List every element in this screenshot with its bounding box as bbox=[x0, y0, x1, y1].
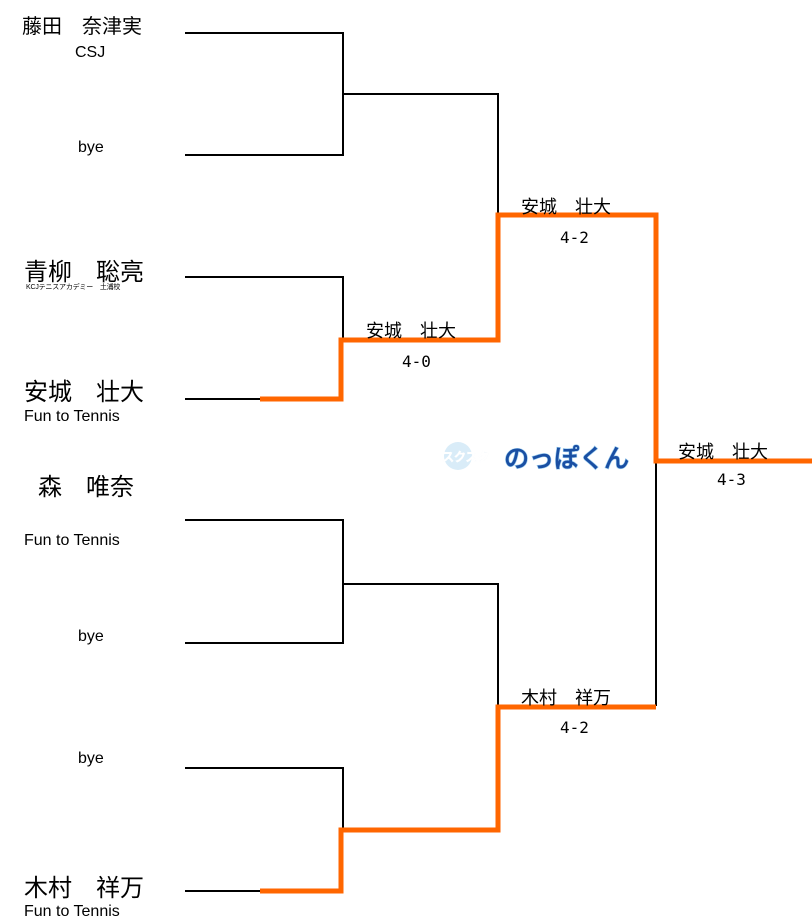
bracket-line-r1m2 bbox=[185, 276, 344, 340]
bracket-line-r1m4 bbox=[185, 767, 344, 830]
bracket-line-r1m1 bbox=[185, 32, 499, 214]
player-5-club: Fun to Tennis bbox=[24, 532, 120, 549]
r1m2-score: 4-0 bbox=[402, 352, 431, 371]
player-3-name: 青柳 聡亮 bbox=[24, 258, 144, 286]
bracket-line-r1m3 bbox=[185, 519, 499, 706]
r1m2-winner: 安城 壮大 bbox=[366, 321, 456, 342]
player-8-name: 木村 祥万 bbox=[24, 874, 144, 902]
player-3-club: KCJテニスアカデミー 土浦校 bbox=[26, 284, 121, 291]
r2m1-score: 4-2 bbox=[560, 228, 589, 247]
final-winner: 安城 壮大 bbox=[678, 442, 768, 463]
sukusuku-noppokun-logo: スクスク のっぽくん bbox=[442, 442, 630, 474]
logo-small-text: スクスク bbox=[442, 450, 490, 464]
player-6-bye: bye bbox=[78, 628, 104, 645]
player-7-bye: bye bbox=[78, 750, 104, 767]
final-score: 4-3 bbox=[717, 470, 746, 489]
player-8-club: Fun to Tennis bbox=[24, 903, 120, 920]
player-4-name: 安城 壮大 bbox=[24, 378, 144, 406]
player-5-name: 森 唯奈 bbox=[38, 473, 134, 501]
r2m2-winner: 木村 祥万 bbox=[521, 688, 611, 709]
winner-path-upper bbox=[260, 212, 812, 464]
player-1-club: CSJ bbox=[75, 44, 106, 61]
r2m2-score: 4-2 bbox=[560, 718, 589, 737]
logo-main-text: のっぽくん bbox=[504, 444, 629, 473]
r2m1-winner: 安城 壮大 bbox=[521, 197, 611, 218]
winner-path-lower bbox=[260, 704, 656, 894]
player-1-name: 藤田 奈津実 bbox=[22, 14, 142, 38]
player-2-bye: bye bbox=[78, 139, 104, 156]
player-4-club: Fun to Tennis bbox=[24, 408, 120, 425]
